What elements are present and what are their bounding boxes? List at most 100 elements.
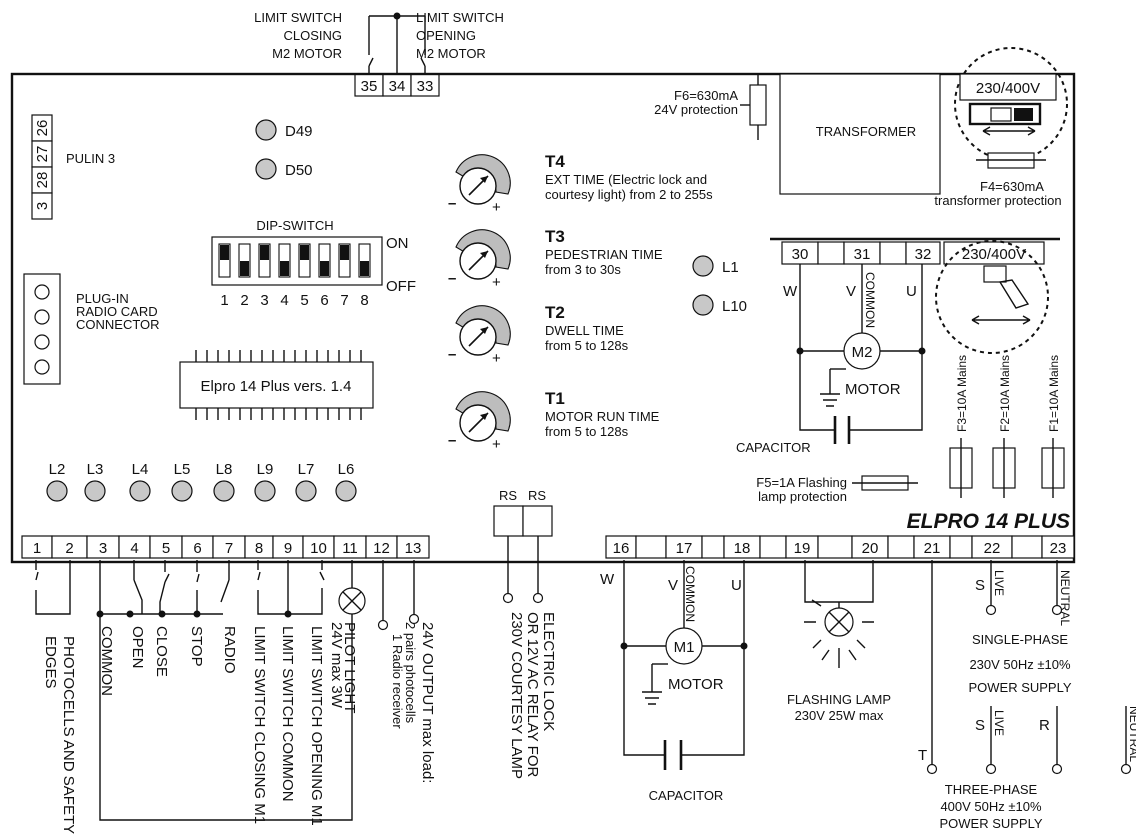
terminal-2: 2 (65, 540, 73, 557)
terminal-32: 32 (915, 246, 932, 263)
m1-v: V (668, 577, 678, 594)
trimmer-plus: + (492, 350, 501, 367)
terminal-21: 21 (924, 540, 941, 557)
dip-switch-1 (218, 243, 231, 278)
trimmer-name: T1 (545, 389, 565, 408)
trimmer-desc-1: PEDESTRIAN TIME (545, 247, 663, 262)
trimmer-plus: + (492, 436, 501, 453)
opening-label-2: OPENING (416, 28, 476, 43)
left-field-wiring: PHOTOCELLS AND SAFETY EDGES COMMON OPEN … (35, 560, 557, 834)
top-limit-switches: LIMIT SWITCH CLOSING M2 MOTOR LIMIT SWIT… (254, 10, 504, 97)
led-l6-label: L6 (338, 461, 355, 478)
label-ls-common: LIMIT SWITCH COMMON (279, 626, 296, 802)
pulin-connector: 26 27 28 3 PULIN 3 (31, 114, 115, 220)
dip-switch-5 (298, 243, 311, 278)
pulin-26: 26 (34, 120, 51, 137)
single-l2: 230V 50Hz ±10% (969, 657, 1071, 672)
terminal-17: 17 (676, 540, 693, 557)
led-d49-label: D49 (285, 123, 313, 140)
led-l7 (295, 480, 317, 502)
single-l1: SINGLE-PHASE (972, 632, 1068, 647)
lock-l2: OR 12V AC RELAY FOR (524, 612, 541, 778)
dip-switch-4 (278, 243, 291, 278)
selector-2-label: 230/400V (962, 246, 1026, 263)
f4-label-2: transformer protection (934, 193, 1061, 208)
terminal-1: 1 (33, 540, 41, 557)
supply-neutral2: NEUTRAL (1127, 706, 1136, 762)
terminal-7: 7 (225, 540, 233, 557)
pulin-3: 3 (34, 202, 51, 210)
chip-label: Elpro 14 Plus vers. 1.4 (201, 378, 352, 395)
led-l1 (692, 255, 714, 277)
m2-w: W (783, 283, 798, 300)
fuse-f6: F6=630mA 24V protection (654, 74, 767, 140)
three-l2: 400V 50Hz ±10% (940, 799, 1042, 814)
lamp-l2: 230V 25W max (795, 708, 884, 723)
trimmer-minus: – (448, 432, 456, 449)
terminal-8: 8 (255, 540, 263, 557)
opening-label-3: M2 MOTOR (416, 46, 486, 61)
pulin-27: 27 (34, 146, 51, 163)
led-d50-label: D50 (285, 162, 313, 179)
terminal-20: 20 (862, 540, 879, 557)
led-l9-label: L9 (257, 461, 274, 478)
m2-motor-text: MOTOR (845, 381, 901, 398)
trimmer-minus: – (448, 195, 456, 212)
motor-m2 (843, 332, 881, 370)
pilot-l1: PILOT LIGHT (341, 622, 358, 713)
label-ls-closing: LIMIT SWITCH CLOSING M1 (251, 626, 268, 824)
led-l4-label: L4 (132, 461, 149, 478)
transformer: TRANSFORMER (779, 73, 941, 195)
m2-v: V (846, 283, 856, 300)
trimmer-desc-2: from 5 to 128s (545, 424, 629, 439)
led-l3 (84, 480, 106, 502)
led-l2-label: L2 (49, 461, 66, 478)
terminal-11: 11 (342, 540, 358, 557)
trimmer-plus: + (492, 199, 501, 216)
m1-label: M1 (674, 639, 695, 656)
dip-switch-8 (358, 243, 371, 278)
terminal-31: 31 (854, 246, 871, 263)
m1-motor-text: MOTOR (668, 676, 724, 693)
label-radio: RADIO (221, 626, 238, 674)
terminal-35: 35 (361, 78, 378, 95)
led-l3-label: L3 (87, 461, 104, 478)
supply-neutral: NEUTRAL (1058, 570, 1072, 626)
m2-u: U (906, 283, 917, 300)
trimmer-minus: – (448, 270, 456, 287)
closing-label-3: M2 MOTOR (272, 46, 342, 61)
terminal-13: 13 (405, 540, 422, 557)
dip-number-1: 1 (220, 292, 228, 309)
led-l7-label: L7 (298, 461, 315, 478)
f6-label-1: F6=630mA (674, 88, 738, 103)
trimmer-desc-1: DWELL TIME (545, 323, 624, 338)
trimmer-desc-2: from 3 to 30s (545, 262, 621, 277)
radio-card-connector: PLUG-IN RADIO CARD CONNECTOR (23, 273, 160, 385)
photocells-l2: EDGES (42, 636, 59, 689)
motor-m1 (665, 627, 703, 665)
terminal-16: 16 (613, 540, 630, 557)
dip-number-5: 5 (300, 292, 308, 309)
dip-on: ON (386, 235, 409, 252)
dip-number-3: 3 (260, 292, 268, 309)
pulin-28: 28 (34, 172, 51, 189)
power-supply: T S LIVE NEUTRAL SINGLE-PHASE 230V 50Hz … (918, 560, 1136, 831)
supply-s: S (975, 577, 985, 594)
dip-switch-3 (258, 243, 271, 278)
dip-title: DIP-SWITCH (256, 218, 333, 233)
label-open: OPEN (129, 626, 146, 669)
transformer-label: TRANSFORMER (816, 124, 916, 139)
lock-l1: ELECTRIC LOCK (540, 612, 557, 731)
trimmer-desc-2: from 5 to 128s (545, 338, 629, 353)
led-l1-label: L1 (722, 259, 739, 276)
photocells-l1: PHOTOCELLS AND SAFETY (60, 636, 77, 834)
dip-number-4: 4 (280, 292, 288, 309)
relay-rs-2: RS (528, 488, 546, 503)
led-l4 (129, 480, 151, 502)
terminal-33: 33 (417, 78, 434, 95)
label-common: COMMON (98, 626, 115, 696)
